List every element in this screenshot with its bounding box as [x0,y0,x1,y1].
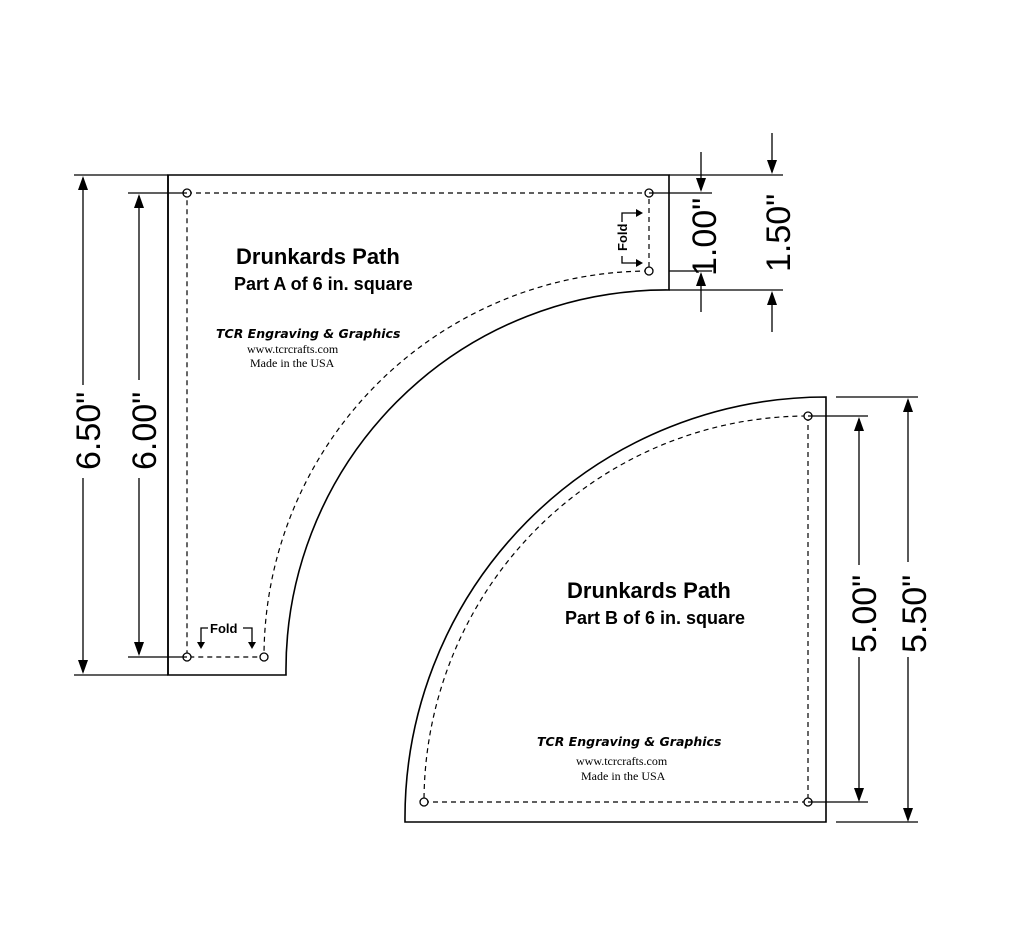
dim-a-outer-width: 1.50" [669,133,798,332]
part-a-website: www.tcrcrafts.com [247,342,339,356]
part-a-hole-right [644,266,654,276]
part-b-subtitle: Part B of 6 in. square [565,608,745,628]
part-b-hole-bottom-left [419,797,429,807]
dim-a-outer-height: 6.50" [70,174,168,676]
part-a-fold-marker-right: Fold [615,209,643,267]
part-a-fold-label-right: Fold [615,224,630,251]
dim-label-b-outer-height: 5.50" [896,575,934,653]
part-a-subtitle: Part A of 6 in. square [234,274,413,294]
dim-label-a-outer-width: 1.50" [760,194,798,272]
part-a-origin: Made in the USA [250,356,335,370]
dim-label-b-inner-height: 5.00" [846,575,884,653]
part-a-template: Drunkards Path Part A of 6 in. square TC… [167,174,670,676]
part-b-website: www.tcrcrafts.com [576,754,668,768]
part-a-outline [167,174,670,676]
dim-a-inner-height: 6.00" [126,192,187,658]
dim-label-a-inner-width: 1.00" [686,198,724,276]
part-b-brand: TCR Engraving & Graphics [537,734,721,749]
part-b-seam-line [423,415,809,803]
part-a-title: Drunkards Path [236,244,400,269]
part-b-outline [404,396,827,823]
dim-b-inner-height: 5.00" [808,415,884,803]
part-a-fold-label-bottom: Fold [210,621,237,636]
part-b-origin: Made in the USA [581,769,666,783]
part-a-hole-bottom [259,652,269,662]
part-b-template: Drunkards Path Part B of 6 in. square TC… [404,396,827,823]
dim-b-outer-height: 5.50" [836,396,934,823]
part-a-brand: TCR Engraving & Graphics [216,326,400,341]
dim-label-a-inner-height: 6.00" [126,392,164,470]
dim-label-a-outer-height: 6.50" [70,392,108,470]
dim-a-inner-width: 1.00" [649,152,724,312]
part-b-title: Drunkards Path [567,578,731,603]
part-a-fold-marker-bottom: Fold [197,621,256,649]
